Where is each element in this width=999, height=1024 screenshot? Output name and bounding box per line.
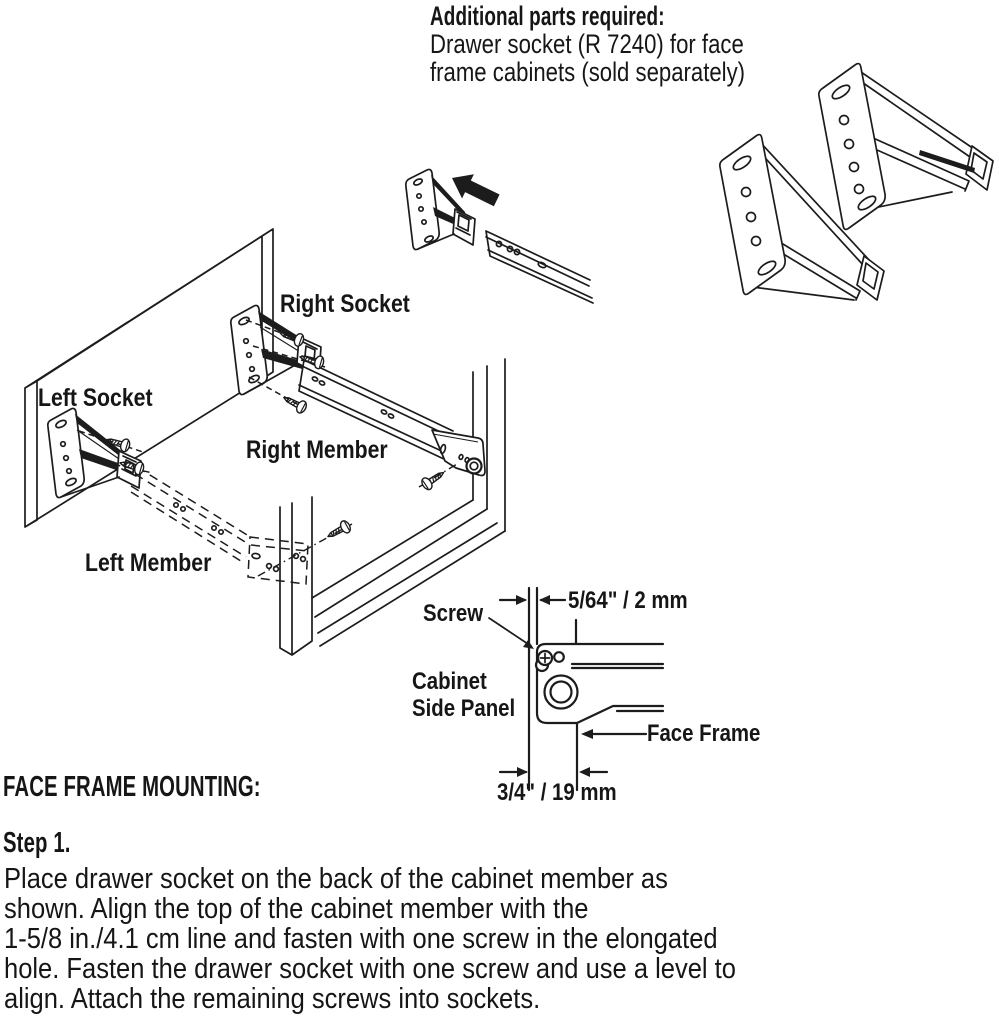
step-body-line: hole. Fasten the drawer socket with one … <box>4 953 736 985</box>
step-body-line: align. Attach the remaining screws into … <box>4 983 541 1015</box>
label-screw: Screw <box>423 600 484 627</box>
label-left-member: Left Member <box>85 549 212 577</box>
cabinet-back-panel <box>24 228 274 528</box>
additional-parts-line2: frame cabinets (sold separately) <box>430 57 746 87</box>
insert-direction-arrow-icon <box>452 174 500 207</box>
label-face-frame: Face Frame <box>647 720 761 747</box>
label-right-member: Right Member <box>246 436 388 464</box>
mounting-screws <box>78 319 458 577</box>
additional-parts-heading: Additional parts required: <box>430 1 665 31</box>
drawer-socket-part-left <box>718 133 885 301</box>
label-cabinet-side-panel-1: Cabinet <box>412 668 487 695</box>
face-frame <box>279 358 506 656</box>
face-frame-detail-view <box>488 586 665 792</box>
rail-segment <box>485 230 594 304</box>
step-body-line: shown. Align the top of the cabinet memb… <box>4 893 589 925</box>
left-member-rail <box>130 466 309 585</box>
main-assembly-drawing <box>24 228 506 656</box>
spare-sockets-drawing <box>718 62 994 301</box>
drawer-socket-part-right <box>817 62 994 231</box>
socket-insertion-drawing <box>404 168 594 304</box>
label-left-socket: Left Socket <box>38 384 153 412</box>
step-body: Place drawer socket on the back of the c… <box>4 864 736 1014</box>
right-member-rail <box>296 357 486 477</box>
step-heading: Step 1. <box>3 827 71 859</box>
label-right-socket: Right Socket <box>280 290 410 318</box>
additional-parts-line1: Drawer socket (R 7240) for face <box>430 29 744 59</box>
label-cabinet-side-panel-2: Side Panel <box>412 695 516 722</box>
dimension-3-4: 3/4" / 19 mm <box>497 779 617 806</box>
step-body-line: Place drawer socket on the back of the c… <box>4 863 668 895</box>
step-body-line: 1-5/8 in./4.1 cm line and fasten with on… <box>4 923 718 955</box>
section-heading: FACE FRAME MOUNTING: <box>3 771 261 803</box>
dimension-5-64: 5/64" / 2 mm <box>568 587 688 614</box>
